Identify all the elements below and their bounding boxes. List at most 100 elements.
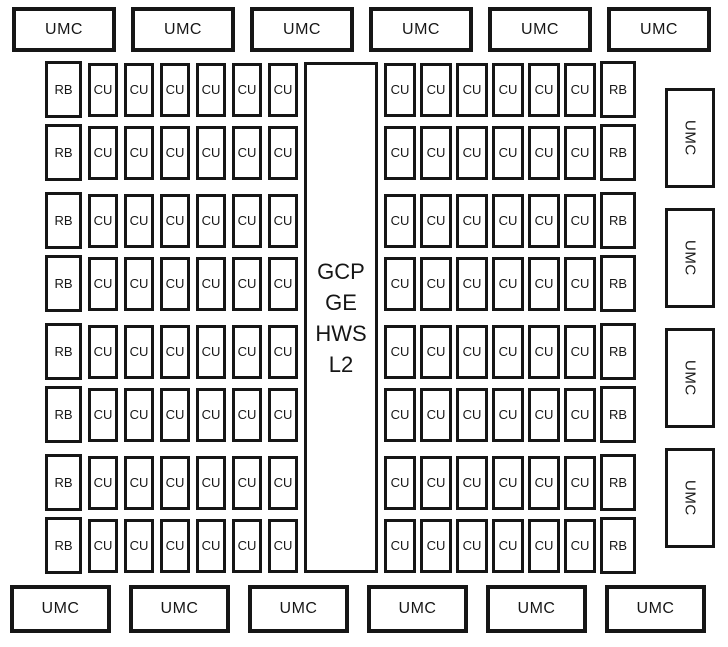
umc-block-right-4: UMC: [665, 448, 715, 548]
center-block-line-gcp: GCP: [317, 258, 365, 284]
cu-block: CU: [528, 193, 560, 248]
cu-block: CU: [88, 387, 118, 442]
cu-block: CU: [564, 518, 596, 573]
cu-block: CU: [196, 387, 226, 442]
cu-block: CU: [232, 455, 262, 510]
cu-block: CU: [492, 324, 524, 379]
cu-block: CU: [268, 324, 298, 379]
center-block-line-ge: GE: [325, 289, 357, 315]
cu-block: CU: [196, 62, 226, 117]
cu-block: CU: [492, 193, 524, 248]
cu-block: CU: [384, 455, 416, 510]
cu-block: CU: [160, 62, 190, 117]
rb-block: RB: [600, 517, 636, 574]
cu-block: CU: [456, 256, 488, 311]
rb-block: RB: [600, 255, 636, 312]
cu-block: CU: [124, 455, 154, 510]
umc-block-top-4: UMC: [369, 7, 473, 52]
rb-block: RB: [45, 192, 82, 249]
rb-block: RB: [45, 323, 82, 380]
cu-block: CU: [124, 518, 154, 573]
rb-block: RB: [600, 323, 636, 380]
umc-block-right-label: UMC: [681, 480, 699, 516]
cu-block: CU: [528, 518, 560, 573]
rb-block: RB: [45, 517, 82, 574]
center-block-line-l2: L2: [328, 351, 354, 377]
cu-block: CU: [124, 62, 154, 117]
cu-block: CU: [492, 62, 524, 117]
umc-block-right-label: UMC: [681, 120, 699, 156]
cu-block: CU: [124, 125, 154, 180]
umc-block-bottom-5: UMC: [486, 585, 587, 633]
umc-block-bottom-6: UMC: [605, 585, 706, 633]
cu-block: CU: [124, 387, 154, 442]
cu-block: CU: [268, 455, 298, 510]
cu-block: CU: [456, 324, 488, 379]
cu-block: CU: [456, 62, 488, 117]
cu-block: CU: [232, 387, 262, 442]
cu-block: CU: [420, 125, 452, 180]
center-block: GCP GE HWS L2: [304, 62, 378, 573]
cu-block: CU: [528, 324, 560, 379]
center-block-line-hws: HWS: [315, 320, 367, 346]
cu-block: CU: [88, 125, 118, 180]
cu-block: CU: [88, 256, 118, 311]
rb-block: RB: [600, 386, 636, 443]
cu-block: CU: [268, 256, 298, 311]
rb-block: RB: [600, 192, 636, 249]
cu-block: CU: [160, 193, 190, 248]
cu-block: CU: [196, 125, 226, 180]
rb-block: RB: [45, 386, 82, 443]
cu-block: CU: [160, 387, 190, 442]
cu-block: CU: [492, 518, 524, 573]
rb-block: RB: [600, 61, 636, 118]
cu-block: CU: [564, 125, 596, 180]
cu-block: CU: [528, 125, 560, 180]
umc-block-right-3: UMC: [665, 328, 715, 428]
cu-block: CU: [160, 324, 190, 379]
umc-block-right-2: UMC: [665, 208, 715, 308]
cu-block: CU: [268, 193, 298, 248]
rb-block: RB: [45, 454, 82, 511]
umc-block-right-label: UMC: [681, 360, 699, 396]
cu-block: CU: [268, 62, 298, 117]
umc-block-bottom-4: UMC: [367, 585, 468, 633]
cu-block: CU: [420, 518, 452, 573]
cu-block: CU: [88, 518, 118, 573]
cu-block: CU: [124, 324, 154, 379]
cu-block: CU: [564, 455, 596, 510]
cu-block: CU: [268, 387, 298, 442]
cu-block: CU: [420, 256, 452, 311]
cu-block: CU: [196, 256, 226, 311]
cu-block: CU: [564, 324, 596, 379]
cu-block: CU: [232, 518, 262, 573]
cu-block: CU: [384, 387, 416, 442]
cu-block: CU: [384, 125, 416, 180]
rb-block: RB: [45, 124, 82, 181]
rb-block: RB: [600, 454, 636, 511]
umc-block-bottom-1: UMC: [10, 585, 111, 633]
umc-block-bottom-3: UMC: [248, 585, 349, 633]
right-umc-column: UMC UMC UMC UMC: [665, 88, 715, 548]
cu-block: CU: [420, 324, 452, 379]
cu-block: CU: [420, 193, 452, 248]
cu-block: CU: [384, 518, 416, 573]
cu-block: CU: [160, 455, 190, 510]
cu-block: CU: [420, 62, 452, 117]
cu-block: CU: [564, 193, 596, 248]
cu-block: CU: [88, 324, 118, 379]
